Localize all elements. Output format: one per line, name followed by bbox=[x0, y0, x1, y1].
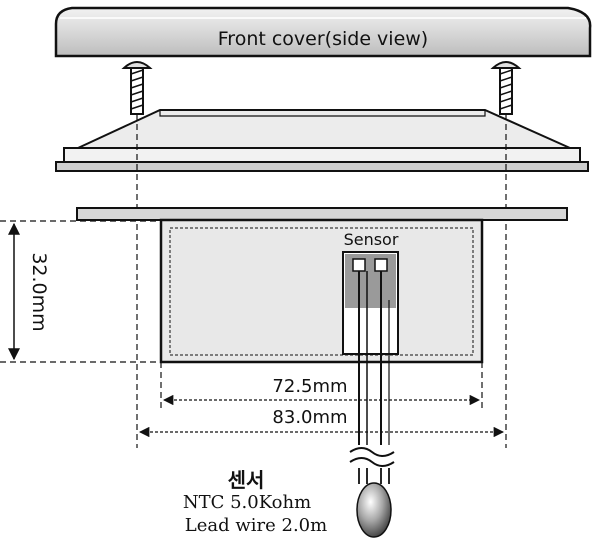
sensor-label: Sensor bbox=[344, 230, 399, 249]
korean-sensor-label: 센서 bbox=[228, 468, 265, 492]
outer-width-dimension: 83.0mm bbox=[138, 407, 505, 438]
sensor-body: Sensor bbox=[159, 218, 484, 364]
right-screw bbox=[490, 61, 522, 115]
sensor-terminal bbox=[342, 251, 399, 355]
lead-wire-label: Lead wire 2.0m bbox=[185, 515, 327, 536]
housing bbox=[55, 109, 589, 172]
ntc-bulb bbox=[356, 482, 392, 538]
height-dimension-label: 32.0mm bbox=[28, 252, 50, 331]
front-cover: Front cover(side view) bbox=[54, 6, 592, 58]
outer-width-label: 83.0mm bbox=[272, 407, 347, 428]
front-cover-label: Front cover(side view) bbox=[218, 28, 428, 50]
lead-wires bbox=[349, 271, 395, 484]
inner-width-dimension: 72.5mm bbox=[162, 376, 481, 406]
height-dimension: 32.0mm bbox=[7, 222, 50, 361]
ntc-label: NTC 5.0Kohm bbox=[183, 492, 311, 513]
mounting-plate bbox=[76, 207, 568, 221]
left-screw bbox=[121, 61, 153, 115]
inner-width-label: 72.5mm bbox=[272, 376, 347, 397]
